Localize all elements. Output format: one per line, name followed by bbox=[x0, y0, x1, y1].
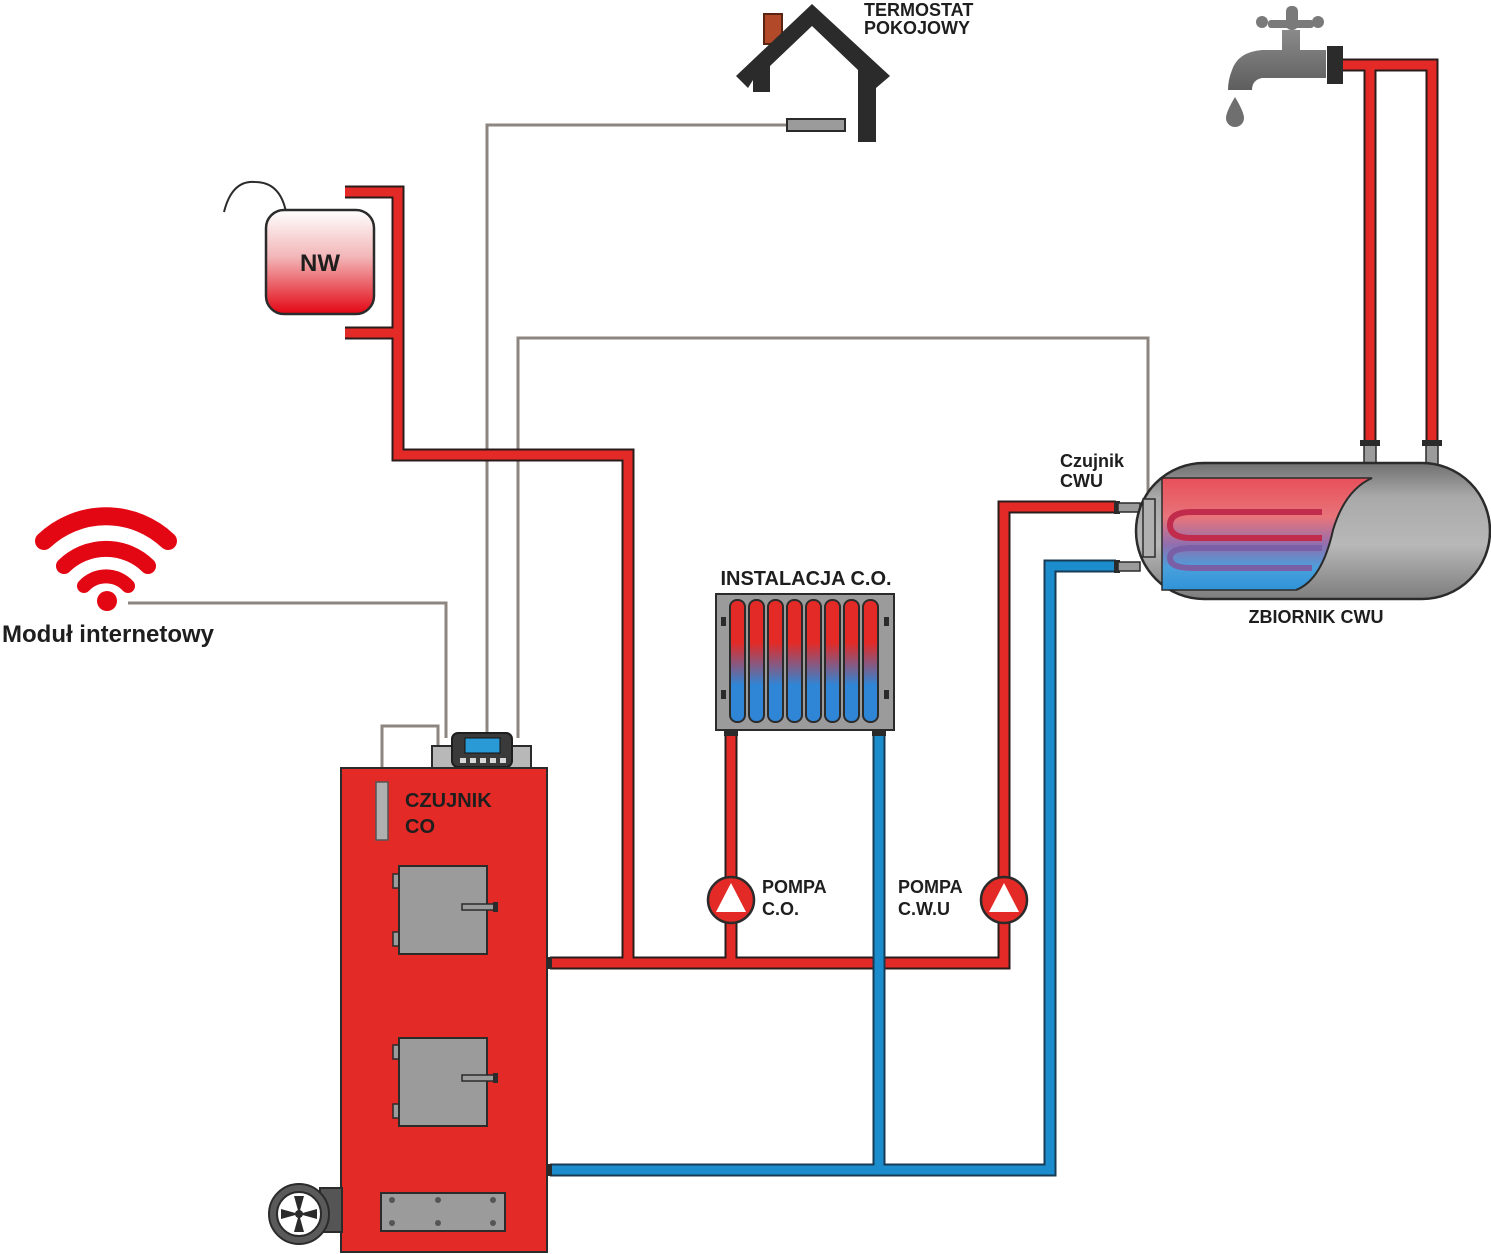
hot-main-pipe bbox=[550, 502, 1116, 968]
vessel-body bbox=[264, 208, 376, 316]
tank-coil bbox=[1166, 509, 1322, 571]
water-tap bbox=[1226, 6, 1343, 127]
tank-label: ZBIORNIK CWU bbox=[1249, 607, 1384, 627]
vessel-label: NW bbox=[300, 250, 340, 277]
house-icon bbox=[736, 4, 890, 142]
pump-co: POMPA C.O. bbox=[706, 875, 827, 925]
pump-cwu-label-line2: C.W.U bbox=[898, 899, 950, 919]
water-drop-icon bbox=[1226, 97, 1244, 127]
wire-co-sensor bbox=[380, 724, 440, 784]
cold-return-pipe bbox=[550, 561, 1116, 1175]
co-sensor-label-line1: CZUJNIK bbox=[405, 790, 492, 812]
cwu-sensor-label-line1: Czujnik bbox=[1060, 451, 1125, 471]
co-sensor-icon bbox=[375, 781, 389, 841]
wire-internet-module bbox=[128, 601, 448, 738]
boiler: CZUJNIK CO bbox=[268, 732, 552, 1253]
upper-door bbox=[392, 865, 498, 955]
thermostat-label-line2: POKOJOWY bbox=[864, 18, 970, 38]
wire-thermostat bbox=[485, 123, 788, 738]
thermostat-sensor-icon bbox=[786, 118, 846, 132]
controller-buttons bbox=[460, 758, 506, 763]
signal-wires bbox=[128, 123, 1150, 784]
cwu-sensor-label-line2: CWU bbox=[1060, 471, 1103, 491]
pump-triangle-icon bbox=[716, 883, 746, 912]
hot-riser-to-vessel bbox=[345, 187, 633, 963]
pump-triangle-icon bbox=[989, 883, 1019, 912]
boiler-body bbox=[340, 767, 548, 1253]
wifi-icon bbox=[35, 507, 177, 593]
cwu-sensor-icon bbox=[1142, 498, 1156, 558]
tap-icon bbox=[1228, 30, 1326, 90]
vessel-handle-icon bbox=[223, 180, 287, 213]
expansion-vessel: NW bbox=[223, 180, 376, 316]
room-thermostat: TERMOSTAT POKOJOWY bbox=[736, 0, 973, 142]
lower-door bbox=[392, 1037, 498, 1127]
pump-cwu: POMPA C.W.U bbox=[898, 875, 1029, 925]
hot-tap-supply-2 bbox=[1370, 60, 1437, 443]
blower-fan bbox=[268, 1183, 343, 1245]
fan-icon bbox=[281, 1196, 317, 1232]
cwu-tank: Czujnik CWU ZBIORNIK CWU bbox=[1060, 440, 1491, 627]
thermostat-label-line1: TERMOSTAT bbox=[864, 0, 973, 20]
cleaning-plate bbox=[380, 1192, 506, 1232]
radiator: INSTALACJA C.O. bbox=[715, 568, 895, 736]
wire-cwu-sensor bbox=[516, 336, 1150, 738]
pump-co-label-line2: C.O. bbox=[762, 899, 799, 919]
radiator-label: INSTALACJA C.O. bbox=[720, 568, 891, 590]
internet-module-label: Moduł internetowy bbox=[2, 621, 215, 648]
pump-cwu-label-line1: POMPA bbox=[898, 877, 963, 897]
radiator-fins bbox=[729, 599, 879, 723]
co-sensor-label-line2: CO bbox=[405, 816, 435, 838]
internet-module: Moduł internetowy bbox=[2, 507, 215, 648]
pump-co-label-line1: POMPA bbox=[762, 877, 827, 897]
controller-display bbox=[464, 737, 501, 754]
